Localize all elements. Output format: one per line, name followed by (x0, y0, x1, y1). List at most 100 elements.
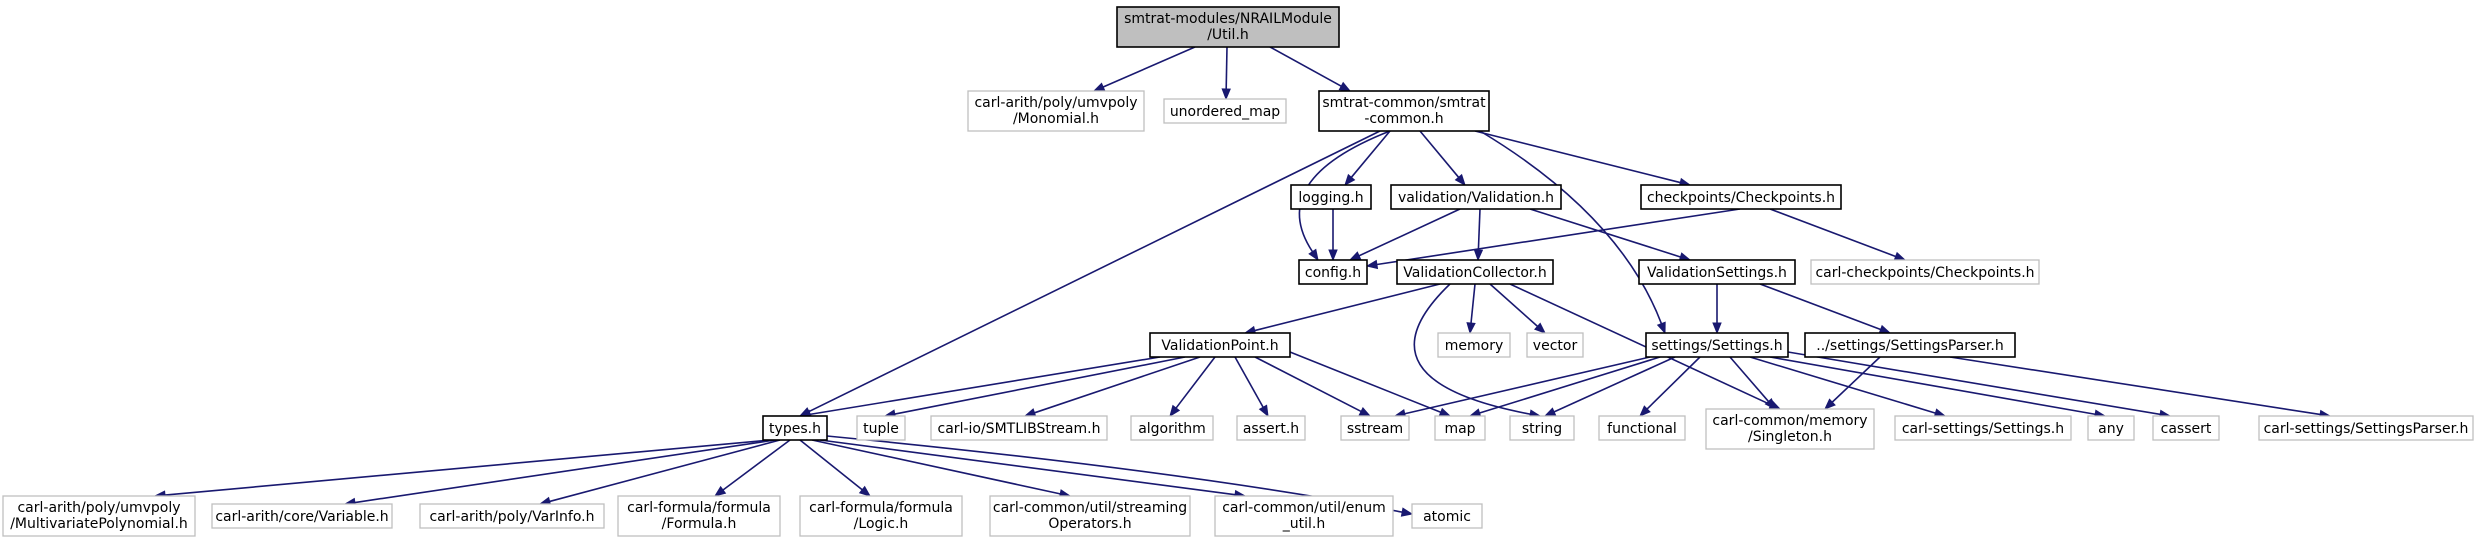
edge-line (1749, 356, 1936, 414)
arrow-head-icon (1534, 322, 1547, 334)
node-box (1640, 184, 1842, 210)
node-validation-point[interactable]: ValidationPoint.h (1149, 332, 1291, 358)
edge-checkpoints-to-config (1365, 208, 1741, 270)
node-box (762, 415, 828, 441)
node-settings[interactable]: settings/Settings.h (1645, 332, 1789, 358)
node-label: config.h (1305, 265, 1361, 281)
node-logging[interactable]: logging.h (1290, 184, 1372, 210)
edge-line (164, 439, 771, 496)
node-box (856, 415, 906, 441)
node-smtlibstream[interactable]: carl-io/SMTLIBStream.h (930, 415, 1108, 441)
node-string[interactable]: string (1509, 415, 1575, 441)
edge-types-to-enum_util (819, 439, 1247, 500)
node-label: carl-formula/formula (627, 500, 771, 516)
edge-line (1225, 46, 1228, 90)
edge-line (1289, 351, 1442, 414)
node-formula[interactable]: carl-formula/formula/Formula.h (617, 495, 781, 537)
node-carl-settings-parser[interactable]: carl-settings/SettingsParser.h (2258, 415, 2474, 441)
arrow-head-icon (1258, 404, 1269, 418)
node-box (967, 90, 1145, 132)
arrow-head-icon (1365, 259, 1379, 270)
node-singleton[interactable]: carl-common/memory/Singleton.h (1705, 408, 1875, 450)
edge-line (1479, 356, 1661, 414)
node-variable[interactable]: carl-arith/core/Variable.h (211, 503, 393, 529)
arrow-head-icon (713, 485, 727, 497)
edge-line (894, 356, 1186, 415)
node-label: unordered_map (1170, 104, 1280, 120)
arrow-head-icon (1438, 407, 1452, 417)
node-label: /Formula.h (662, 516, 737, 532)
edge-line (1729, 356, 1770, 402)
node-multivariate[interactable]: carl-arith/poly/umvpoly/MultivariatePoly… (2, 495, 196, 537)
edge-line (354, 439, 776, 504)
edge-line (1175, 356, 1216, 409)
arrow-head-icon (1466, 322, 1476, 335)
edge-validation_collector-to-memory (1466, 283, 1476, 335)
node-tuple[interactable]: tuple (856, 415, 906, 441)
node-map[interactable]: map (1434, 415, 1486, 441)
edge-line (1254, 283, 1441, 332)
node-atomic[interactable]: atomic (1411, 503, 1483, 529)
edge-line (1376, 208, 1741, 266)
node-label: checkpoints/Checkpoints.h (1647, 190, 1835, 206)
node-label: /Logic.h (854, 516, 909, 532)
node-label: /MultivariatePolynomial.h (10, 516, 188, 532)
node-monomial[interactable]: carl-arith/poly/umvpoly/Monomial.h (967, 90, 1145, 132)
edge-line (1646, 356, 1701, 410)
node-box (1340, 415, 1410, 441)
node-assert[interactable]: assert.h (1236, 415, 1306, 441)
node-box (1434, 415, 1486, 441)
node-cassert[interactable]: cassert (2152, 415, 2220, 441)
node-config[interactable]: config.h (1298, 259, 1368, 285)
node-box (1290, 184, 1372, 210)
edge-settings-to-map (1468, 356, 1661, 418)
node-label: validation/Validation.h (1398, 190, 1554, 206)
node-functional[interactable]: functional (1598, 415, 1686, 441)
node-enum-util[interactable]: carl-common/util/enum_util.h (1214, 495, 1394, 537)
node-memory[interactable]: memory (1437, 332, 1511, 358)
edge-checkpoints-to-carl_checkpoints (1769, 208, 1907, 261)
node-label: carl-arith/poly/umvpoly (17, 500, 180, 516)
node-label: settings/Settings.h (1651, 338, 1782, 354)
node-smtrat-common[interactable]: smtrat-common/smtrat-common.h (1318, 90, 1490, 132)
node-vector[interactable]: vector (1526, 332, 1584, 358)
edge-line (799, 439, 863, 491)
node-label: vector (1533, 338, 1578, 354)
node-checkpoints[interactable]: checkpoints/Checkpoints.h (1640, 184, 1842, 210)
graph-nodes: smtrat-modules/NRAILModule/Util.hcarl-ar… (2, 6, 2474, 537)
node-types[interactable]: types.h (762, 415, 828, 441)
edge-line (1831, 356, 1881, 403)
node-varinfo[interactable]: carl-arith/poly/VarInfo.h (419, 503, 605, 529)
node-any[interactable]: any (2087, 415, 2135, 441)
edge-line (1759, 283, 1881, 331)
arrow-head-icon (1656, 321, 1666, 335)
node-carl-checkpoints[interactable]: carl-checkpoints/Checkpoints.h (1810, 259, 2040, 285)
edge-line (1234, 356, 1264, 408)
node-validation[interactable]: validation/Validation.h (1390, 184, 1562, 210)
node-validation-collector[interactable]: ValidationCollector.h (1396, 259, 1554, 285)
node-unordered-map[interactable]: unordered_map (1163, 98, 1287, 124)
node-validation-settings[interactable]: ValidationSettings.h (1638, 259, 1796, 285)
node-label: assert.h (1243, 421, 1299, 437)
node-label: carl-io/SMTLIBStream.h (938, 421, 1101, 437)
node-algorithm[interactable]: algorithm (1130, 415, 1214, 441)
edge-settings_parser-to-singleton (1824, 356, 1881, 410)
arrow-head-icon (1221, 88, 1231, 101)
edge-settings-to-singleton (1729, 356, 1776, 411)
node-carl-settings[interactable]: carl-settings/Settings.h (1894, 415, 2072, 441)
node-label: carl-common/util/streaming (993, 500, 1187, 516)
edge-types-to-logic (799, 439, 872, 497)
node-label: atomic (1423, 509, 1471, 525)
edge-line (1787, 351, 2161, 416)
node-settings-parser[interactable]: ../settings/SettingsParser.h (1804, 332, 2016, 358)
node-logic[interactable]: carl-formula/formula/Logic.h (799, 495, 963, 537)
edge-line (1254, 356, 1362, 413)
edge-settings_parser-to-carl_settings_parser (1949, 356, 2332, 420)
node-box (1526, 332, 1584, 358)
arrow-head-icon (1358, 406, 1372, 417)
node-sstream[interactable]: sstream (1340, 415, 1410, 441)
node-label: Operators.h (1048, 516, 1131, 532)
edge-settings-to-functional (1639, 356, 1701, 417)
